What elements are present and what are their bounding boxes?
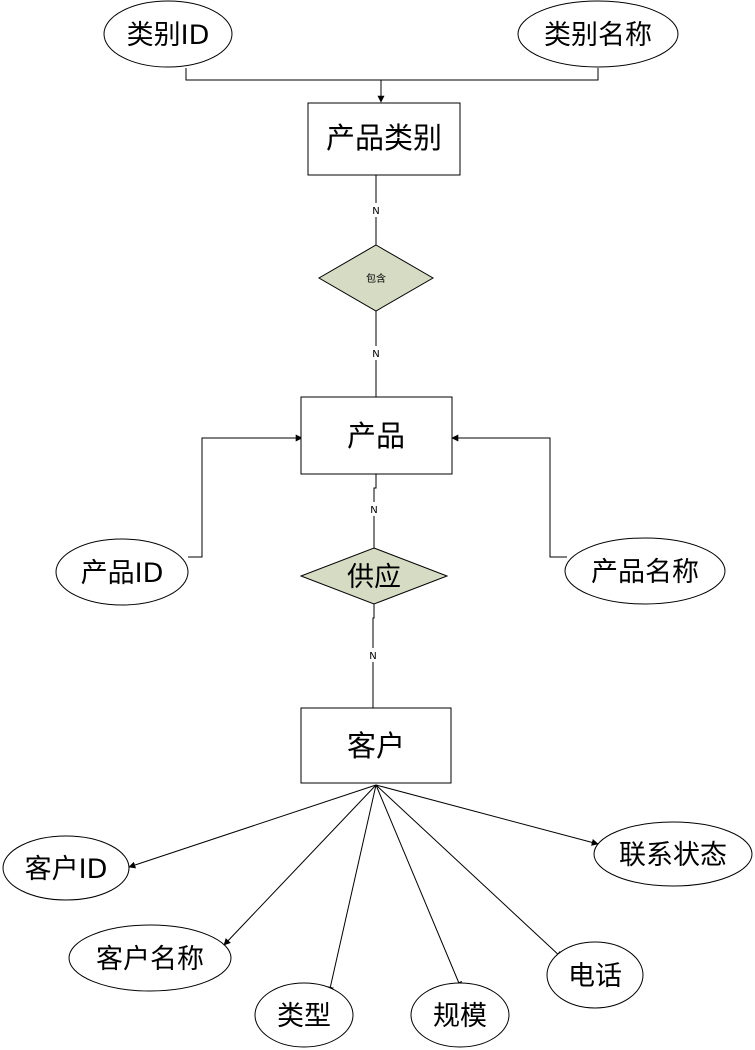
attribute-product-name[interactable]: 产品名称 xyxy=(564,537,726,605)
attribute-customer-id[interactable]: 客户ID xyxy=(2,835,130,901)
attribute-category-name-label: 类别名称 xyxy=(544,20,652,51)
attribute-customer-type-label: 类型 xyxy=(277,1001,331,1032)
connector-customer-id xyxy=(128,784,377,869)
attribute-product-id[interactable]: 产品ID xyxy=(55,538,189,606)
attribute-customer-phone[interactable]: 电话 xyxy=(546,941,644,1009)
connector-product-supply xyxy=(373,474,377,548)
connectors xyxy=(128,68,599,994)
connector-category-id xyxy=(185,68,381,81)
connector-customer-contact-status xyxy=(375,784,599,846)
attribute-customer-scale-label: 规模 xyxy=(433,1001,487,1032)
attribute-customer-type[interactable]: 类型 xyxy=(254,982,354,1048)
attribute-customer-phone-label: 电话 xyxy=(568,961,622,992)
relationship-supply-label: 供应 xyxy=(347,562,401,593)
entity-customer-label: 客户 xyxy=(347,729,405,763)
connector-customer-phone xyxy=(375,784,563,959)
relationship-contains-diamond xyxy=(318,244,434,312)
attribute-category-name[interactable]: 类别名称 xyxy=(517,0,679,68)
entity-category-label: 产品类别 xyxy=(326,121,442,155)
connector-customer-scale xyxy=(375,784,462,989)
attribute-customer-name-label: 客户名称 xyxy=(96,944,204,975)
relationship-contains[interactable]: 包含 xyxy=(318,244,434,312)
connector-customer-type xyxy=(326,784,377,994)
relationship-supply[interactable]: 供应 xyxy=(299,547,449,605)
cardinality-product-supply: N xyxy=(370,505,377,516)
attribute-product-id-label: 产品ID xyxy=(81,558,164,589)
cardinality-labels: N N N N xyxy=(367,203,382,662)
attribute-category-id-label: 类别ID xyxy=(127,20,210,51)
connector-category-name xyxy=(381,68,599,81)
cardinality-category-contains: N xyxy=(372,206,379,217)
entity-customer[interactable]: 客户 xyxy=(300,707,452,784)
attribute-customer-contact-status[interactable]: 联系状态 xyxy=(593,821,753,887)
attribute-customer-id-label: 客户ID xyxy=(25,854,108,885)
attribute-customer-scale[interactable]: 规模 xyxy=(410,982,510,1048)
attribute-product-name-label: 产品名称 xyxy=(591,557,699,588)
entity-product[interactable]: 产品 xyxy=(300,396,453,475)
connector-supply-customer xyxy=(372,604,375,708)
relationship-supply-diamond xyxy=(299,547,449,605)
cardinality-supply-customer: N xyxy=(369,651,376,662)
connector-product-name xyxy=(451,434,567,558)
connector-product-id xyxy=(188,434,303,558)
relationship-contains-label: 包含 xyxy=(366,272,386,285)
cardinality-contains-product: N xyxy=(372,349,379,360)
attribute-customer-contact-status-label: 联系状态 xyxy=(619,840,727,871)
entity-product-label: 产品 xyxy=(347,419,405,453)
attribute-customer-name[interactable]: 客户名称 xyxy=(68,924,232,992)
attribute-category-id[interactable]: 类别ID xyxy=(103,0,233,68)
entity-category[interactable]: 产品类别 xyxy=(307,102,461,176)
connector-customer-name xyxy=(223,784,377,946)
